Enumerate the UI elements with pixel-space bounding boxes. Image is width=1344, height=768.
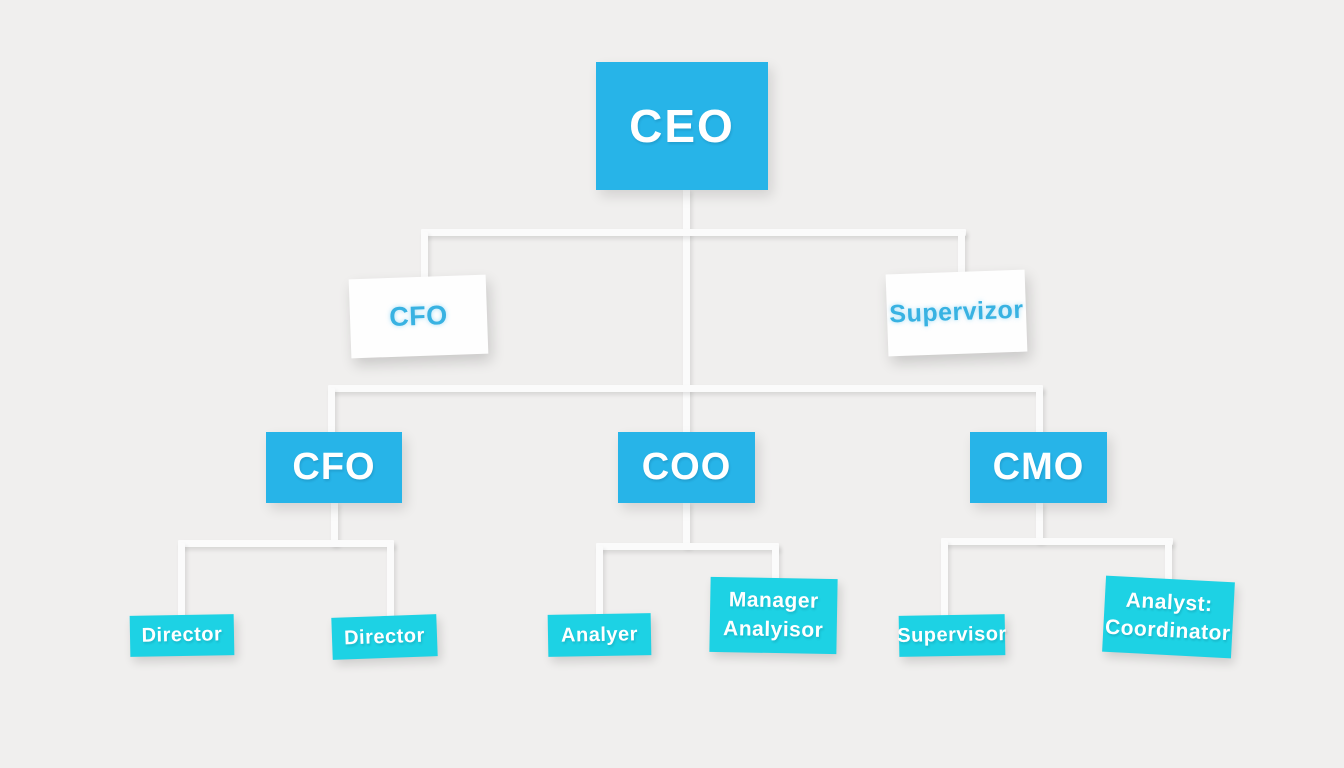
connector-ceo-trunk (683, 188, 690, 434)
node-analyer-label: Analyer (560, 622, 639, 647)
connector-cmo-children-horizontal (941, 538, 1173, 545)
node-cfo-upper-label: CFO (388, 300, 449, 333)
connector-drop-cfo-upper (421, 232, 428, 282)
node-supervisor: Supervisor (897, 614, 1007, 657)
connector-cfo-children-horizontal (178, 540, 394, 547)
node-director-2-label: Director (343, 624, 426, 649)
connector-drop-cmo (1036, 388, 1043, 436)
node-coo-label: COO (641, 445, 732, 488)
connector-coo-children-horizontal (596, 543, 779, 550)
connector-level3-horizontal (328, 385, 1043, 392)
connector-drop-supervisor (941, 541, 948, 619)
node-cfo: CFO (266, 432, 402, 503)
node-coo: COO (618, 432, 755, 503)
node-analyst-coordinator-line2: Coordinator (1104, 615, 1232, 646)
node-manager-analyisor: Manager Analyisor (709, 576, 838, 655)
connector-drop-director2 (387, 543, 394, 621)
connector-drop-analyst-coordinator (1165, 541, 1172, 585)
node-supervizor: Supervizor (885, 269, 1028, 357)
connector-drop-director1 (178, 543, 185, 619)
node-supervisor-label: Supervisor (897, 623, 1007, 647)
connector-coo-trunk (683, 501, 690, 547)
node-director-2: Director (331, 614, 438, 660)
connector-cfo-trunk (331, 501, 338, 545)
connector-cmo-trunk (1036, 501, 1043, 542)
node-director-1-label: Director (141, 623, 223, 647)
connector-level2-horizontal (421, 229, 966, 236)
node-analyer: Analyer (547, 613, 652, 657)
node-analyst-coordinator-line1: Analyst: (1125, 588, 1214, 616)
connector-drop-analyer (596, 546, 603, 618)
node-director-1: Director (129, 614, 235, 657)
node-cfo-label: CFO (292, 445, 376, 488)
node-cmo-label: CMO (992, 445, 1085, 488)
node-ceo-label: CEO (629, 99, 735, 152)
node-manager-analyisor-line1: Manager (728, 588, 819, 613)
node-ceo: CEO (596, 62, 768, 190)
node-supervizor-label: Supervizor (888, 295, 1025, 329)
node-cfo-upper: CFO (348, 274, 489, 359)
node-cmo: CMO (970, 432, 1107, 503)
connector-drop-manager-analyisor (772, 546, 779, 584)
node-manager-analyisor-line2: Analyisor (722, 616, 824, 642)
connector-drop-cfo (328, 388, 335, 436)
connector-drop-supervizor (958, 232, 965, 278)
node-analyst-coordinator: Analyst: Coordinator (1102, 575, 1235, 659)
